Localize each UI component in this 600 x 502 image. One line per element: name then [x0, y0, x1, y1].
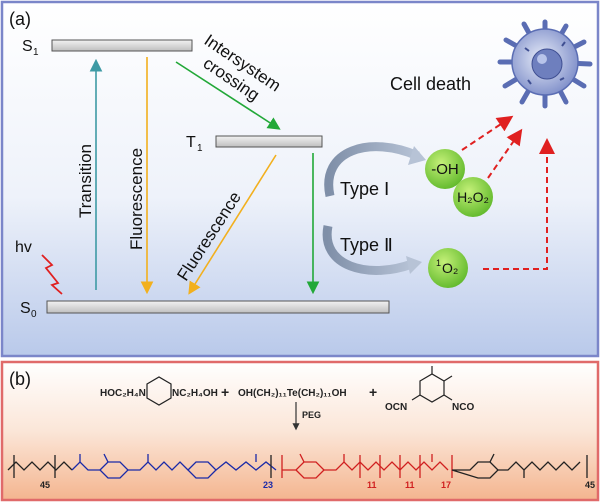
panel-a-label: (a)	[9, 9, 31, 29]
piperazine-ring-icon	[146, 376, 172, 406]
type1-arrowhead	[408, 146, 426, 165]
peg-repeat-right: 45	[585, 480, 595, 490]
cell-death-label: Cell death	[390, 74, 471, 94]
intersystem-crossing-arrow	[175, 61, 281, 130]
fluorescence-label-1: Fluorescence	[127, 148, 146, 250]
hydroxyl-radical-ball	[425, 149, 465, 189]
singlet-oxygen-to-cell-arrow	[483, 138, 555, 270]
panel-b: (b) HOC₂H₄N NC₂H₄OH + OH(CH₂)₁₁Te(CH₂)₁₁…	[0, 360, 600, 502]
type2-curved-arrow	[322, 225, 414, 275]
h2o2-label: H₂O₂	[457, 189, 489, 205]
t1-level-bar	[215, 135, 323, 148]
peg-label: PEG	[302, 410, 321, 420]
type2-arrowhead	[406, 256, 422, 274]
reagent-1-left: HOC₂H₄N	[100, 388, 146, 399]
singlet-oxygen-sup: 1	[436, 258, 441, 268]
singlet-oxygen-ball	[428, 248, 468, 288]
s1-subscript: 1	[33, 47, 39, 58]
s1-label: S	[22, 38, 33, 55]
transition-label: Transition	[76, 144, 95, 218]
repeat-n11-a: 11	[367, 480, 377, 490]
type1-label: Type Ⅰ	[340, 179, 389, 199]
plus-1: +	[221, 384, 229, 400]
dying-cell-icon	[497, 19, 593, 109]
type1-curved-arrow	[324, 142, 420, 197]
panel-a: (a) S 1 T 1 S 0 Transition Fluorescence …	[0, 0, 600, 358]
hydroxyl-label: -OH	[431, 161, 459, 178]
t1-subscript: 1	[197, 143, 203, 154]
plus-2: +	[369, 384, 377, 400]
s1-level-bar	[51, 39, 193, 52]
repeat-n11-b: 11	[405, 480, 415, 490]
s0-subscript: 0	[31, 309, 37, 320]
singlet-oxygen-label: O₂	[442, 260, 458, 276]
reagent-2: OH(CH₂)₁₁Te(CH₂)₁₁OH	[238, 388, 347, 399]
type2-label: Type Ⅱ	[340, 235, 393, 255]
peg-repeat-left: 45	[40, 480, 50, 490]
hv-label: hv	[15, 239, 32, 256]
repeat-n17: 17	[441, 480, 451, 490]
light-bolt-icon	[41, 254, 63, 295]
reagent-3-nco: NCO	[452, 402, 474, 413]
panel-b-label: (b)	[9, 369, 31, 389]
panel-b-frame	[0, 360, 600, 502]
s0-level-bar	[46, 300, 390, 314]
h2o2-ball	[453, 177, 493, 217]
fluorescence-arrow-2	[188, 154, 277, 295]
s0-label: S	[20, 300, 31, 317]
polymer-structure	[7, 453, 588, 479]
reagent-3-ocn: OCN	[385, 402, 407, 413]
t1-label: T	[186, 134, 196, 151]
reagent-1-right: NC₂H₄OH	[172, 388, 218, 399]
repeat-n23: 23	[263, 480, 273, 490]
tdi-structure	[411, 366, 453, 403]
